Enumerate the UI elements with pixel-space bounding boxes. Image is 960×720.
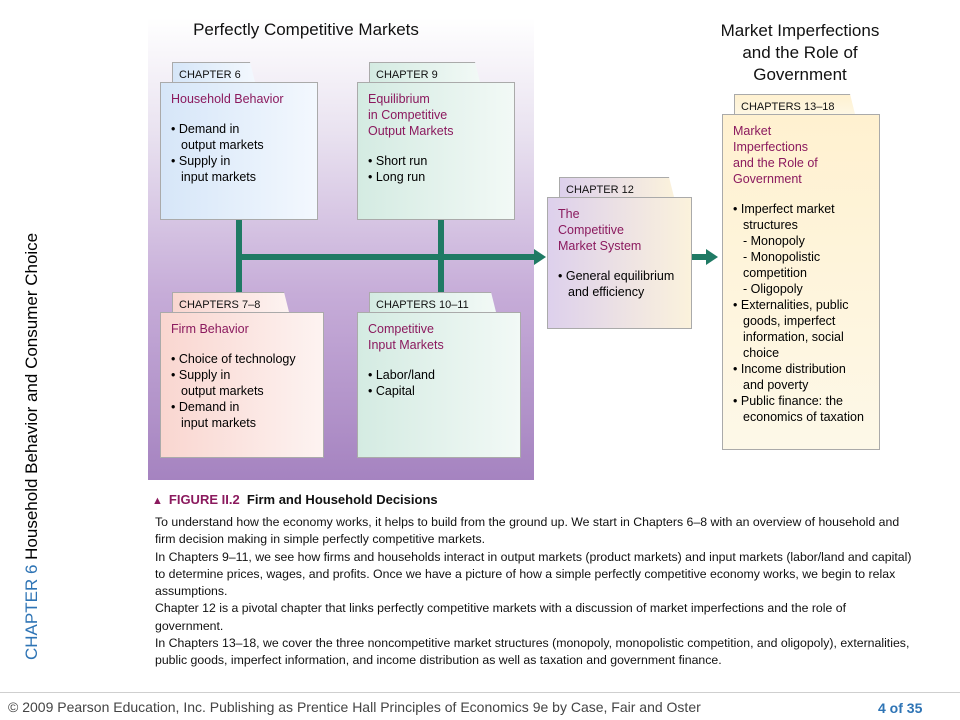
side-chapter-title: Household Behavior and Consumer Choice [22, 232, 41, 560]
chapter-6-body: Household Behavior Demand in output mark… [160, 82, 318, 220]
chapter-12-heading: The Competitive Market System [558, 207, 642, 253]
footer-divider [0, 692, 960, 693]
description-paragraph: To understand how the economy works, it … [155, 515, 900, 547]
chapters-13-18-subitem: - Oligopoly [743, 282, 803, 296]
chapter-6-bullet: Demand in output markets [171, 121, 307, 153]
chapters-10-11-body: Competitive Input Markets Labor/land Cap… [357, 312, 521, 458]
chapters-7-8-bullet: Choice of technology [171, 351, 313, 367]
chapter-9-body: Equilibrium in Competitive Output Market… [357, 82, 515, 220]
chapter-6-heading: Household Behavior [171, 92, 284, 106]
right-panel-title: Market Imperfections and the Role of Gov… [720, 21, 880, 84]
chapters-7-8-heading: Firm Behavior [171, 322, 249, 336]
chapters-13-18-body: Market Imperfections and the Role of Gov… [722, 114, 880, 450]
chapter-9-heading: Equilibrium in Competitive Output Market… [368, 92, 454, 138]
chapters-10-11-bullet: Capital [368, 383, 510, 399]
chapter-9-bullet: Long run [368, 169, 504, 185]
description-paragraph: Chapter 12 is a pivotal chapter that lin… [155, 601, 846, 633]
chapters-10-11-bullet: Labor/land [368, 367, 510, 383]
page-number: 4 of 35 [878, 700, 923, 716]
chapters-7-8-box: CHAPTERS 7–8 Firm Behavior Choice of tec… [160, 292, 324, 458]
description-paragraph: In Chapters 9–11, we see how firms and h… [155, 549, 912, 599]
chapters-10-11-heading: Competitive Input Markets [368, 322, 444, 352]
chapter-12-box: CHAPTER 12 The Competitive Market System… [547, 177, 692, 329]
side-chapter-number: CHAPTER 6 [22, 564, 41, 660]
chapters-13-18-subitem: - Monopolistic competition [743, 250, 821, 280]
chapter-12-body: The Competitive Market System General eq… [547, 197, 692, 329]
chapters-13-18-heading: Market Imperfections and the Role of Gov… [733, 124, 818, 186]
chapter-9-box: CHAPTER 9 Equilibrium in Competitive Out… [357, 62, 515, 220]
arrow-to-ch13-18 [706, 249, 718, 265]
figure-description: To understand how the economy works, it … [155, 514, 915, 670]
copyright-footer: © 2009 Pearson Education, Inc. Publishin… [8, 699, 701, 715]
chapter-side-label: CHAPTER 6 Household Behavior and Consume… [22, 200, 42, 660]
figure-caption: ▲ FIGURE II.2 Firm and Household Decision… [152, 492, 438, 507]
connector-horizontal-right [692, 254, 708, 260]
chapters-13-18-bullet: Imperfect market structures [733, 201, 869, 233]
connector-ch6-down [236, 220, 242, 316]
chapters-13-18-bullet: Income distribution and poverty [733, 361, 869, 393]
left-panel-title: Perfectly Competitive Markets [193, 20, 419, 39]
chapter-6-bullet: Supply in input markets [171, 153, 307, 185]
connector-ch9-down [438, 220, 444, 316]
connector-horizontal-left [236, 254, 536, 260]
arrow-to-ch12 [534, 249, 546, 265]
chapter-9-bullet: Short run [368, 153, 504, 169]
triangle-icon: ▲ [152, 495, 163, 507]
chapter-12-bullet: General equilibrium and efficiency [558, 268, 681, 300]
description-paragraph: In Chapters 13–18, we cover the three no… [155, 636, 910, 668]
chapters-13-18-box: CHAPTERS 13–18 Market Imperfections and … [722, 94, 880, 450]
chapters-7-8-bullet: Demand in input markets [171, 399, 313, 431]
chapters-13-18-bullet: Public finance: the economics of taxatio… [733, 393, 869, 425]
chapters-10-11-box: CHAPTERS 10–11 Competitive Input Markets… [357, 292, 521, 458]
figure-number: FIGURE II.2 [168, 492, 240, 507]
chapter-6-box: CHAPTER 6 Household Behavior Demand in o… [160, 62, 318, 220]
chapters-13-18-bullet: Externalities, public goods, imperfect i… [733, 297, 869, 361]
chapters-13-18-subitem: - Monopoly [743, 234, 805, 248]
figure-title: Firm and Household Decisions [246, 492, 438, 507]
chapters-7-8-bullet: Supply in output markets [171, 367, 313, 399]
chapters-7-8-body: Firm Behavior Choice of technology Suppl… [160, 312, 324, 458]
